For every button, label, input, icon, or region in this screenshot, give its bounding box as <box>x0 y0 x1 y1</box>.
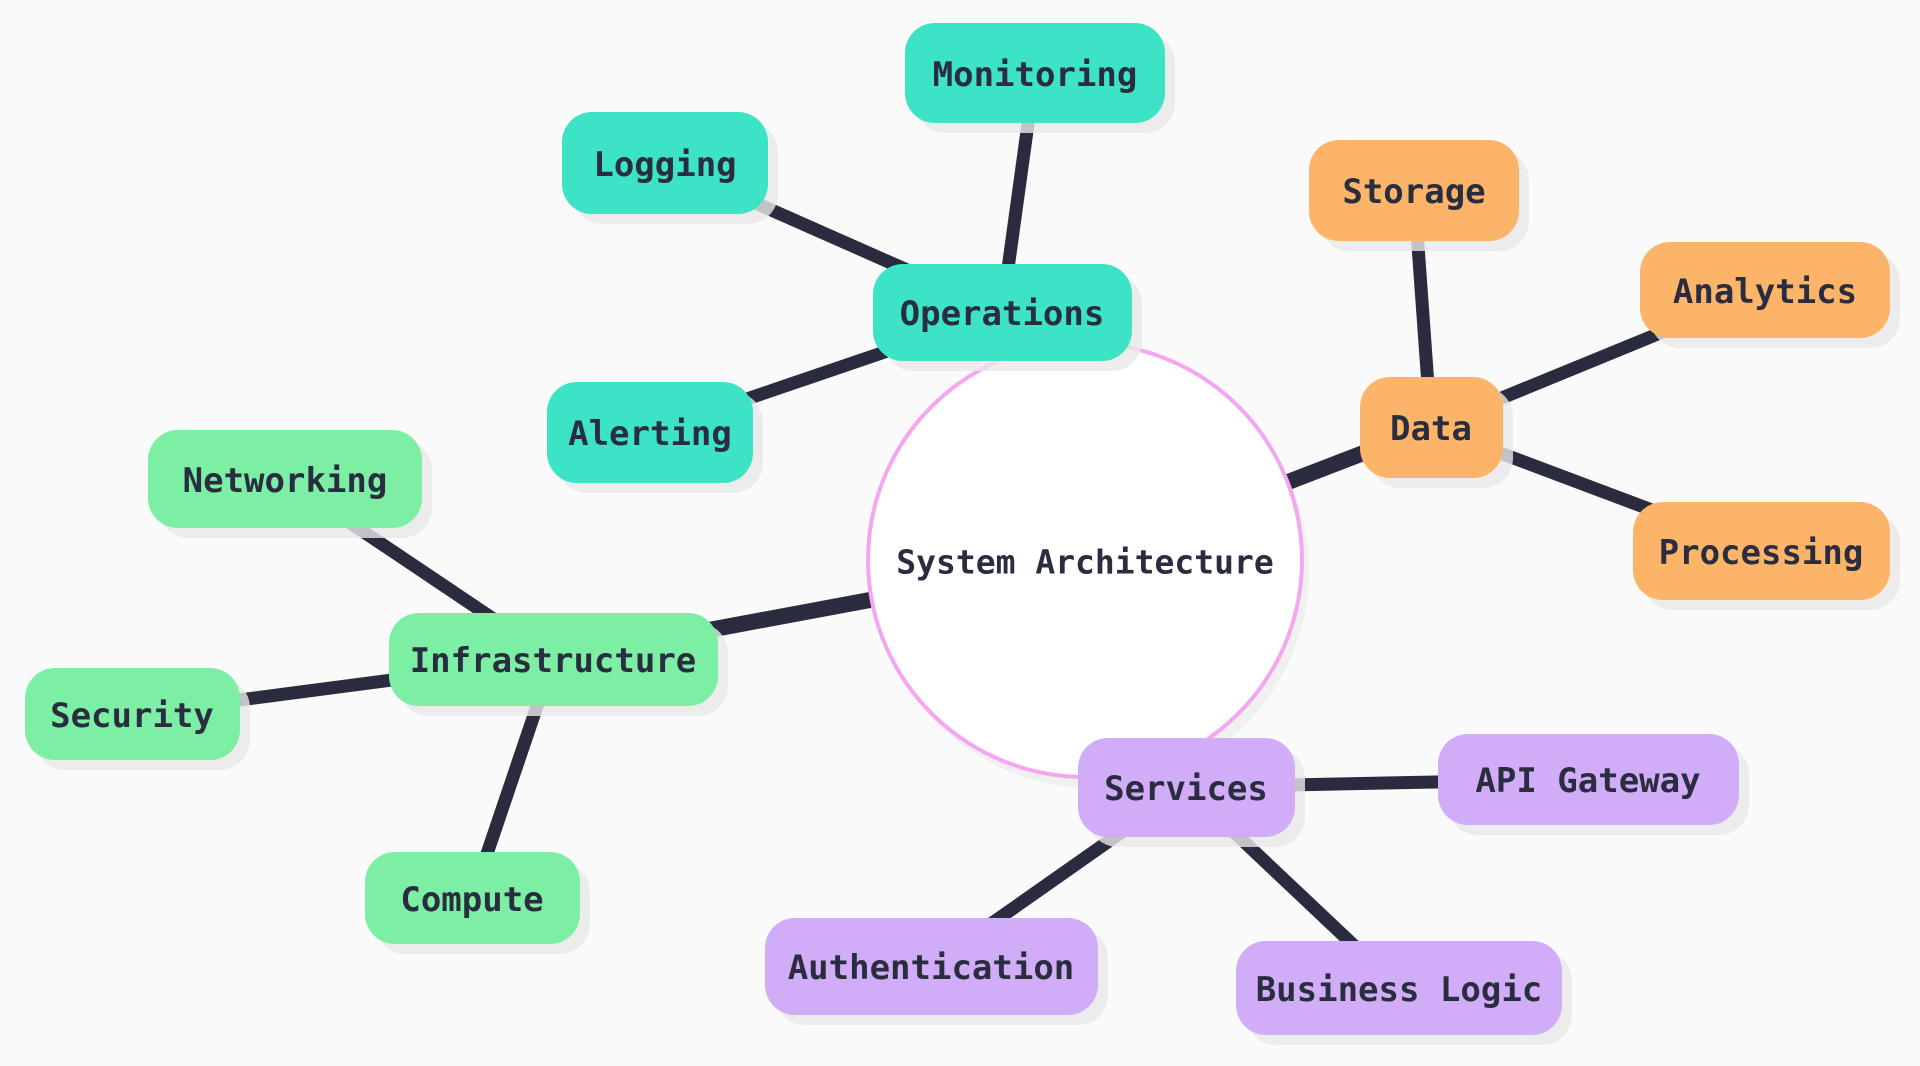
node-processing-label: Processing <box>1659 533 1864 573</box>
node-processing[interactable]: Processing <box>1633 502 1900 610</box>
node-security-label: Security <box>50 696 214 736</box>
node-services[interactable]: Services <box>1078 738 1305 847</box>
node-infrastructure-box[interactable] <box>389 613 718 706</box>
node-operations-box[interactable] <box>873 264 1132 361</box>
node-logging-label: Logging <box>593 145 736 185</box>
node-analytics-label: Analytics <box>1673 272 1857 312</box>
node-processing-box[interactable] <box>1633 502 1890 600</box>
node-networking[interactable]: Networking <box>148 430 432 538</box>
node-services-box[interactable] <box>1078 738 1295 837</box>
node-analytics-box[interactable] <box>1640 242 1890 338</box>
node-authentication[interactable]: Authentication <box>765 918 1108 1025</box>
central-topic-label: System Architecture <box>896 543 1274 582</box>
node-infrastructure[interactable]: Infrastructure <box>389 613 728 716</box>
node-data-box[interactable] <box>1360 377 1503 478</box>
node-alerting-box[interactable] <box>547 382 753 483</box>
node-logging[interactable]: Logging <box>562 112 778 224</box>
central-topic[interactable]: System Architecture <box>866 341 1304 779</box>
node-monitoring[interactable]: Monitoring <box>905 23 1175 133</box>
node-business-logic-label: Business Logic <box>1256 970 1543 1010</box>
node-logging-box[interactable] <box>562 112 768 214</box>
node-infrastructure-label: Infrastructure <box>410 641 697 681</box>
node-operations[interactable]: Operations <box>873 264 1142 371</box>
node-security-box[interactable] <box>25 668 240 760</box>
node-authentication-label: Authentication <box>788 948 1075 988</box>
node-analytics[interactable]: Analytics <box>1640 242 1900 348</box>
node-business-logic[interactable]: Business Logic <box>1236 941 1572 1045</box>
node-compute[interactable]: Compute <box>365 852 590 954</box>
node-alerting[interactable]: Alerting <box>547 382 763 493</box>
node-storage[interactable]: Storage <box>1309 140 1529 251</box>
node-api-gateway[interactable]: API Gateway <box>1438 734 1749 835</box>
node-business-logic-box[interactable] <box>1236 941 1562 1035</box>
node-compute-label: Compute <box>400 880 543 920</box>
node-api-gateway-label: API Gateway <box>1475 761 1700 801</box>
node-authentication-box[interactable] <box>765 918 1098 1015</box>
node-networking-box[interactable] <box>148 430 422 528</box>
node-storage-label: Storage <box>1342 172 1485 212</box>
node-monitoring-label: Monitoring <box>933 55 1138 95</box>
node-compute-box[interactable] <box>365 852 580 944</box>
node-monitoring-box[interactable] <box>905 23 1165 123</box>
node-data-label: Data <box>1390 409 1472 449</box>
node-data[interactable]: Data <box>1360 377 1513 488</box>
node-api-gateway-box[interactable] <box>1438 734 1739 825</box>
node-networking-label: Networking <box>183 461 388 501</box>
node-operations-label: Operations <box>900 294 1105 334</box>
node-storage-box[interactable] <box>1309 140 1519 241</box>
node-services-label: Services <box>1104 769 1268 809</box>
node-security[interactable]: Security <box>25 668 250 770</box>
node-alerting-label: Alerting <box>568 414 732 454</box>
